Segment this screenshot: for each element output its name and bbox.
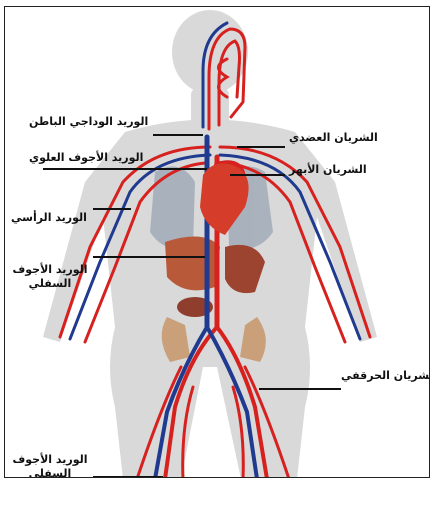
- circulatory-diagram: [5, 7, 430, 478]
- label-cephalic-vein: الوريد الرأسي: [11, 211, 87, 225]
- label-inferior-vena-cava-upper: الوريد الأجوف السفلي: [11, 263, 89, 291]
- label-inferior-vena-cava-lower: الوريد الأجوف السفلي: [11, 453, 89, 478]
- label-brachial-artery: الشريان العضدي: [289, 131, 378, 145]
- label-iliac-artery: الشريان الحرقفي: [341, 369, 430, 383]
- figure-frame: الوريد الوداجي الباطن الوريد الأجوف العل…: [4, 6, 430, 478]
- label-internal-jugular-vein: الوريد الوداجي الباطن: [29, 115, 148, 129]
- bottom-margin: [0, 480, 436, 505]
- label-superior-vena-cava: الوريد الأجوف العلوي: [29, 151, 143, 165]
- label-aorta: الشريان الأبهر: [289, 163, 367, 177]
